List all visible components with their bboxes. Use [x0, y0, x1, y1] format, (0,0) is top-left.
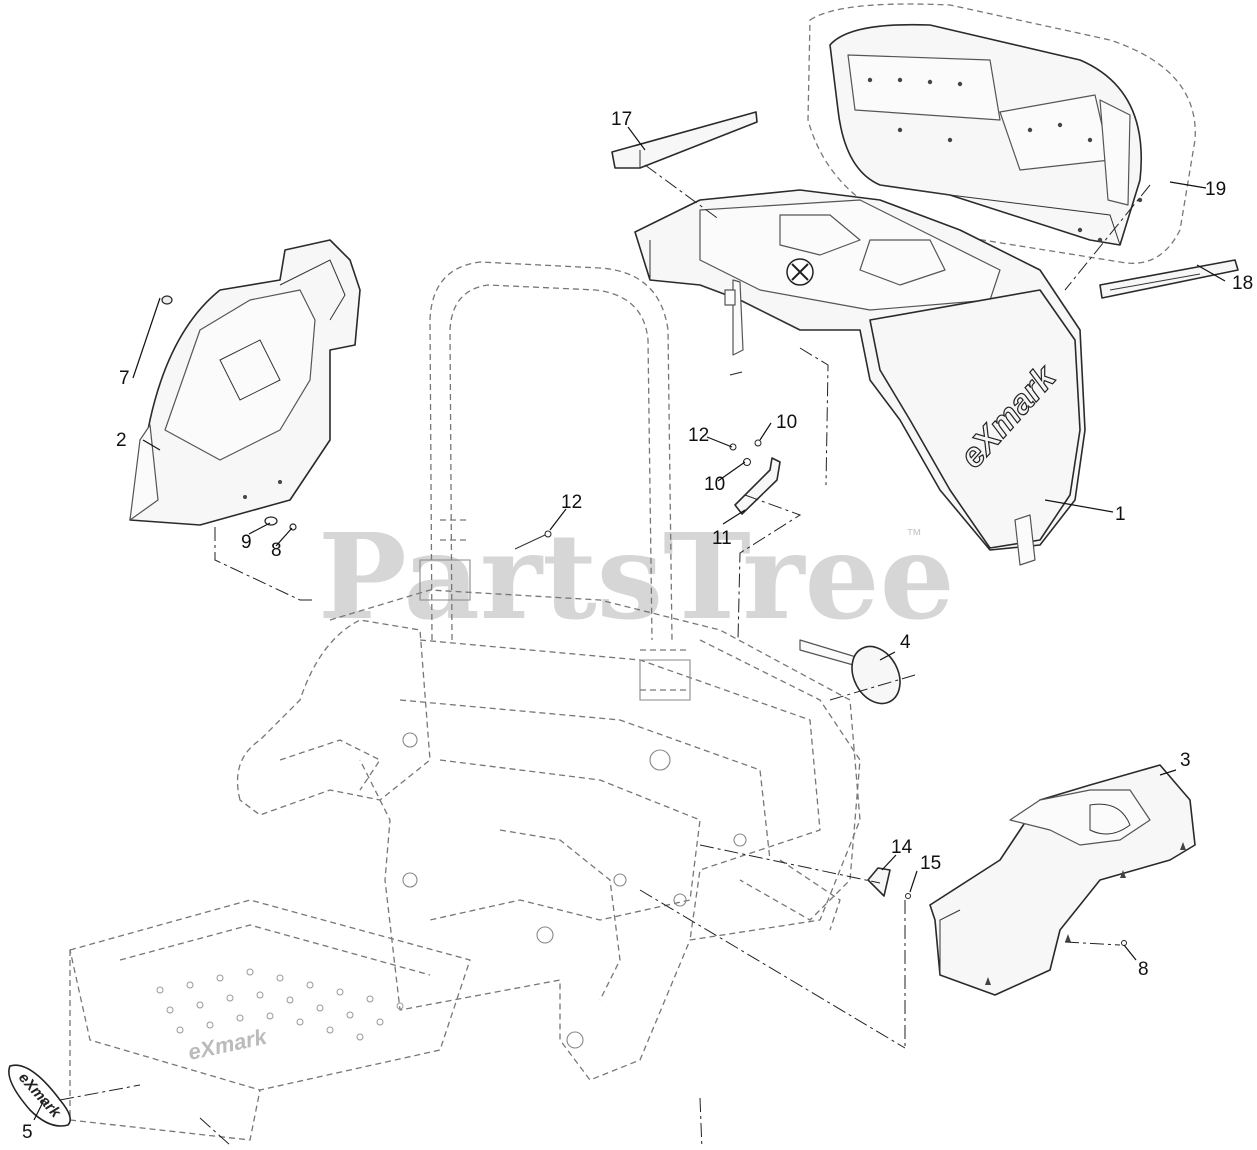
callout-8-right: 8 [1138, 959, 1149, 980]
leader-lines [33, 126, 1226, 1150]
hood-1: eXmark [634, 189, 1086, 566]
callout-7: 7 [119, 368, 130, 389]
exmark-badge-icon: eXmark [8, 1064, 71, 1127]
callout-3: 3 [1180, 750, 1191, 771]
x-emblem-icon [786, 258, 814, 286]
pin-12 [514, 530, 552, 550]
cover-3 [929, 764, 1196, 996]
cover-2 [129, 239, 361, 526]
callouts: 1 2 3 4 5 7 8 8 9 10 10 11 12 12 14 15 1… [22, 109, 1253, 1143]
emblem-5: eXmark [8, 1064, 71, 1127]
floor-plate-logo: eXmark [186, 1024, 271, 1065]
callout-18: 18 [1232, 273, 1253, 294]
handle-4 [799, 639, 901, 705]
callout-8-left: 8 [271, 540, 282, 561]
callout-19: 19 [1205, 179, 1226, 200]
watermark: PartsTree ™ [318, 507, 955, 646]
bracket-11 [729, 439, 781, 515]
callout-10-upper: 10 [776, 412, 797, 433]
decal-17 [611, 111, 758, 169]
hardware-7-9-8 [161, 295, 297, 531]
watermark-trademark: ™ [906, 527, 922, 544]
callout-2: 2 [116, 430, 127, 451]
callout-12-upper: 12 [688, 425, 709, 446]
callout-11: 11 [712, 528, 732, 549]
callout-15: 15 [920, 853, 941, 874]
callout-14: 14 [891, 837, 913, 858]
callout-4: 4 [900, 632, 911, 653]
callout-12-lower: 12 [561, 492, 582, 513]
callout-10-lower: 10 [704, 474, 725, 495]
clip-14 [867, 867, 1127, 946]
frame-ghost [236, 261, 861, 1081]
callout-5: 5 [22, 1122, 33, 1143]
floor-plate-ghost: eXmark [69, 899, 471, 1141]
callout-17: 17 [611, 109, 632, 130]
decal-18 [1099, 259, 1239, 299]
seat-19 [807, 3, 1196, 264]
callout-9: 9 [241, 532, 252, 553]
watermark-text: PartsTree [318, 507, 955, 646]
callout-1: 1 [1115, 504, 1126, 525]
